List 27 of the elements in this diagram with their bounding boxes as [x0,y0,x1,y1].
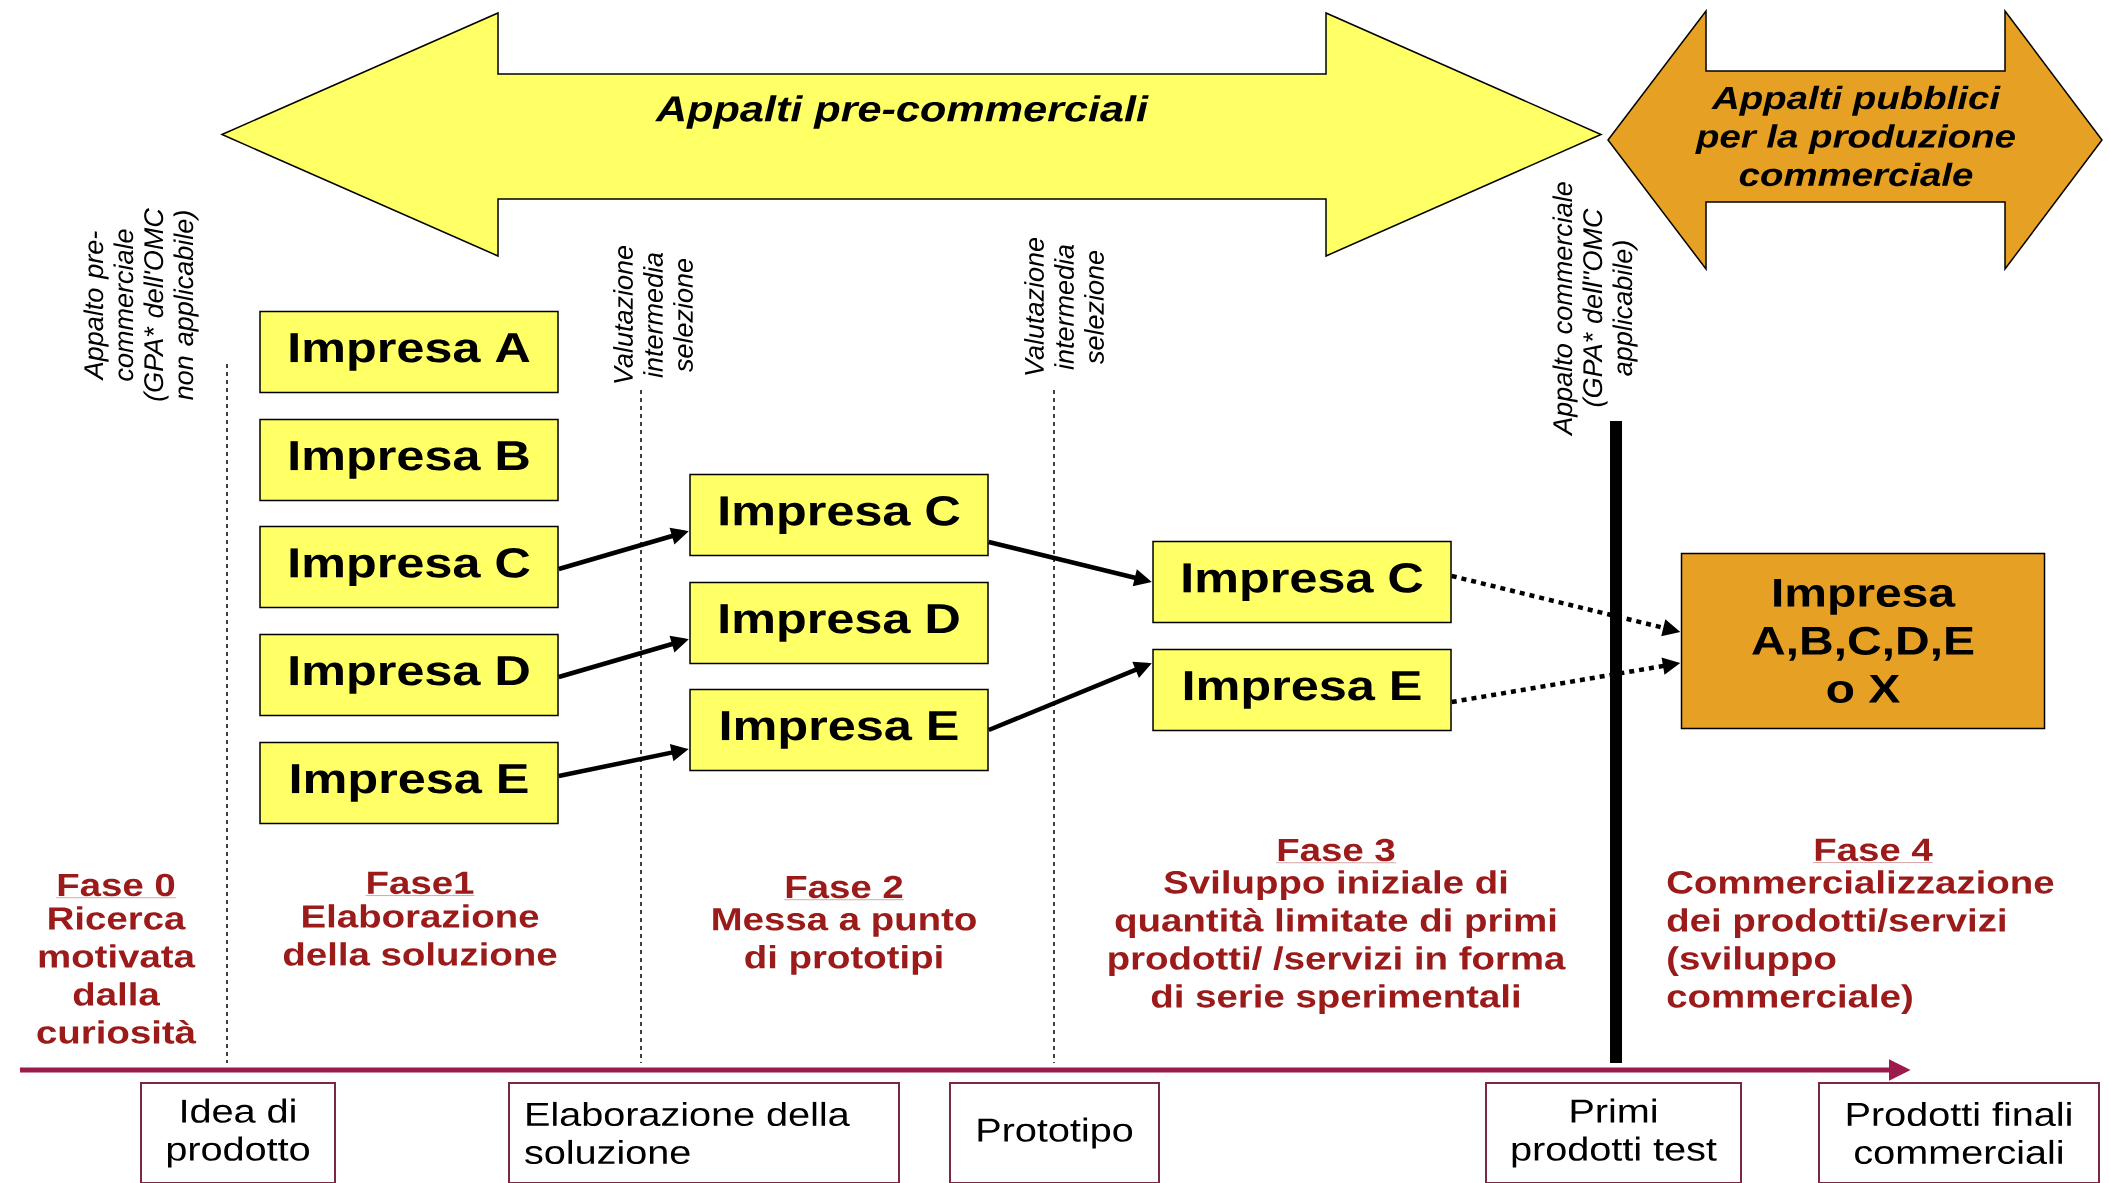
phase-description: Sviluppo iniziale di quantità limitate di primi prodotti/ /servizi in forma di serie sperimentali [1109,870,1566,1014]
stage-box: Idea di prodotto [140,1082,336,1183]
company-box: Impresa B [259,418,559,502]
company-box: Impresa E [1152,648,1452,732]
stage-box: Elaborazione della soluzione [508,1082,900,1183]
phase-description: Ricerca motivata dalla curiosità [37,906,197,1044]
phase-description: Commercializzazione dei prodotti/servizi (sviluppo commerciale) [1667,870,2054,1014]
rotated-note: Appalto pre- commerciale (GPA* dell'OMC non applicabile) [83,208,199,401]
company-box: Impresa C [689,473,989,557]
company-box: Impresa A [259,310,559,394]
phase-description: Elaborazione della soluzione [283,904,557,966]
phase-heading: Fase 4 [1813,838,1933,863]
company-box: Impresa E [259,741,559,825]
stage-box: Prototipo [949,1082,1160,1183]
company-box: Impresa C [1152,540,1452,624]
company-box: Impresa E [689,688,989,772]
company-box: Impresa C [259,525,559,609]
company-box: Impresa A,B,C,D,E o X [1680,552,2046,730]
phase-heading: Fase 0 [56,873,176,898]
stage-box: Prodotti finali commerciali [1818,1082,2100,1183]
phase-heading: Fase 3 [1276,838,1396,863]
phase-description: Messa a punto di prototipi [713,908,976,975]
phase-heading: Fase1 [365,871,475,896]
company-box: Impresa D [689,581,989,665]
company-box: Impresa D [259,633,559,717]
phase-heading: Fase 2 [784,875,904,900]
stage-box: Primi prodotti test [1485,1082,1742,1183]
